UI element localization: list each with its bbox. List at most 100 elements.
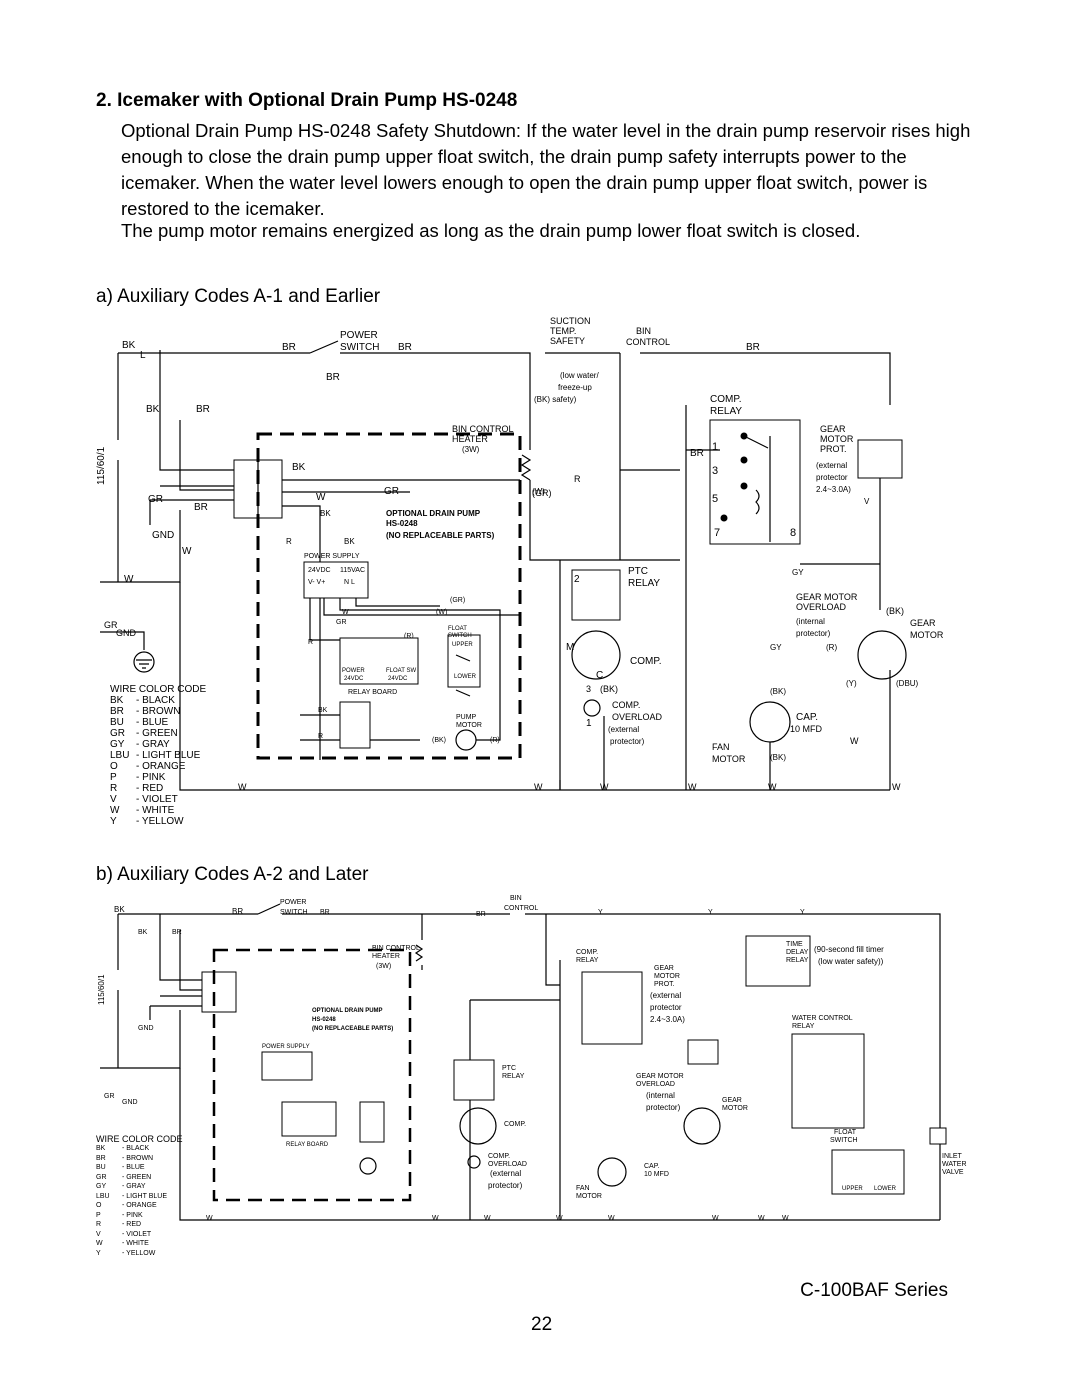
svg-text:TIME: TIME	[786, 941, 803, 948]
svg-text:BIN CONTROL: BIN CONTROL	[372, 945, 420, 952]
wire-code-row: GR- GREEN	[96, 1173, 183, 1183]
wire-code: Y	[96, 1249, 101, 1257]
diagram-b-title: b) Auxiliary Codes A-2 and Later	[96, 864, 369, 885]
gnd-label-a: GND	[152, 530, 174, 541]
svg-text:RELAY: RELAY	[576, 957, 599, 964]
svg-text:CONTROL: CONTROL	[626, 337, 670, 347]
wire-color-name: - PINK	[136, 772, 166, 783]
wire-color-name: - VIOLET	[122, 1230, 152, 1238]
svg-text:protector): protector)	[796, 629, 831, 638]
svg-text:2.4~3.0A): 2.4~3.0A)	[816, 485, 851, 494]
svg-text:protector): protector)	[610, 737, 645, 746]
svg-text:(external: (external	[816, 461, 847, 470]
svg-text:VALVE: VALVE	[942, 1169, 964, 1176]
svg-text:BK: BK	[114, 905, 125, 914]
svg-text:24VDC: 24VDC	[344, 676, 364, 682]
svg-text:PTC: PTC	[628, 566, 648, 577]
svg-text:BK: BK	[318, 707, 328, 714]
svg-text:BR: BR	[282, 342, 296, 353]
svg-text:2: 2	[574, 574, 580, 585]
svg-text:R: R	[308, 639, 313, 646]
svg-text:BR: BR	[320, 909, 330, 916]
svg-text:freeze-up: freeze-up	[558, 383, 592, 392]
svg-text:GR: GR	[384, 486, 399, 497]
svg-text:3: 3	[586, 684, 591, 694]
wire-code-row: V - VIOLET	[96, 1230, 183, 1240]
svg-text:PROT.: PROT.	[820, 444, 847, 454]
svg-text:SUCTION: SUCTION	[550, 316, 591, 326]
inlet-water-valve-label: INLET	[942, 1153, 963, 1160]
wire-code-row: Y - YELLOW	[96, 1249, 183, 1259]
svg-text:LOWER: LOWER	[874, 1186, 897, 1192]
svg-text:PUMP: PUMP	[456, 714, 477, 721]
wire-color-name: - LIGHT BLUE	[136, 750, 201, 761]
wire-code: GR	[110, 728, 125, 739]
supply-label-b: 115/60/1	[97, 974, 106, 1005]
svg-text:MOTOR: MOTOR	[654, 973, 680, 980]
svg-text:W: W	[182, 546, 192, 557]
svg-text:(BK): (BK)	[886, 606, 904, 616]
wire-color-name: - BROWN	[122, 1154, 154, 1162]
wire-color-name: - BLACK	[122, 1145, 150, 1152]
svg-text:1: 1	[586, 718, 592, 729]
svg-text:OVERLOAD: OVERLOAD	[636, 1081, 675, 1088]
svg-text:(R): (R)	[404, 633, 414, 640]
svg-text:GEAR MOTOR: GEAR MOTOR	[636, 1073, 684, 1080]
wire-code: W	[110, 805, 120, 816]
wire-code-row: LBU- LIGHT BLUE	[96, 1192, 183, 1202]
wire-code: BU	[96, 1164, 106, 1171]
svg-text:W: W	[206, 1215, 213, 1222]
wire-color-name: - YELLOW	[122, 1249, 156, 1257]
wire-code: O	[110, 761, 118, 772]
wire-color-name: - WHITE	[122, 1240, 149, 1247]
wire-code-row: BK- BLACK	[110, 695, 206, 706]
svg-text:V: V	[864, 497, 870, 506]
svg-text:MOTOR: MOTOR	[722, 1105, 748, 1112]
wire-color-name: - GREEN	[122, 1173, 152, 1181]
svg-text:R: R	[574, 474, 581, 484]
svg-text:BR: BR	[398, 342, 412, 353]
wire-code: V	[96, 1230, 101, 1238]
svg-text:GND: GND	[138, 1025, 154, 1032]
svg-text:CAP.: CAP.	[796, 712, 818, 723]
svg-text:24VDC: 24VDC	[308, 567, 331, 574]
svg-text:(3W): (3W)	[376, 963, 391, 970]
svg-text:UPPER: UPPER	[842, 1186, 863, 1192]
svg-text:BK: BK	[344, 537, 355, 546]
svg-text:(W): (W)	[436, 609, 447, 616]
svg-text:MOTOR: MOTOR	[910, 630, 944, 640]
wire-color-name: - GREEN	[136, 728, 178, 739]
series-label: C-100BAF Series	[800, 1280, 948, 1301]
svg-text:BR: BR	[476, 911, 486, 918]
svg-text:BK: BK	[320, 509, 331, 518]
svg-text:W: W	[600, 782, 609, 792]
wire-code-row: V- VIOLET	[110, 794, 206, 805]
svg-text:W: W	[850, 736, 859, 746]
wire-code: LBU	[96, 1192, 110, 1200]
svg-text:protector: protector	[650, 1003, 682, 1012]
svg-text:(BK): (BK)	[770, 753, 786, 762]
wire-color-name: - GRAY	[136, 739, 170, 750]
svg-text:RELAY BOARD: RELAY BOARD	[286, 1142, 329, 1148]
svg-text:(external: (external	[608, 725, 639, 734]
svg-text:GY: GY	[792, 568, 804, 577]
safety-shutdown-paragraph: Optional Drain Pump HS-0248 Safety Shutd…	[121, 120, 971, 219]
svg-text:W: W	[608, 1215, 615, 1222]
svg-text:GND: GND	[116, 628, 137, 638]
svg-text:W: W	[316, 492, 326, 503]
svg-text:GR: GR	[104, 1093, 115, 1100]
svg-text:(DBU): (DBU)	[896, 679, 919, 688]
svg-text:FLOAT: FLOAT	[834, 1129, 857, 1136]
water-control-relay-label: WATER CONTROL	[792, 1015, 853, 1022]
svg-text:W: W	[238, 782, 247, 792]
svg-text:BR: BR	[172, 929, 182, 936]
svg-text:(W): (W)	[532, 487, 545, 496]
wire-code: P	[96, 1211, 101, 1219]
svg-text:COMP.: COMP.	[504, 1121, 526, 1128]
wire-code-row: W- WHITE	[110, 805, 206, 816]
wire-code-row: GY- GRAY	[96, 1182, 183, 1192]
svg-text:protector): protector)	[488, 1181, 523, 1190]
svg-text:W: W	[556, 1215, 563, 1222]
timer-note-2: (low water safety))	[818, 957, 884, 966]
svg-text:GEAR MOTOR: GEAR MOTOR	[796, 592, 858, 602]
